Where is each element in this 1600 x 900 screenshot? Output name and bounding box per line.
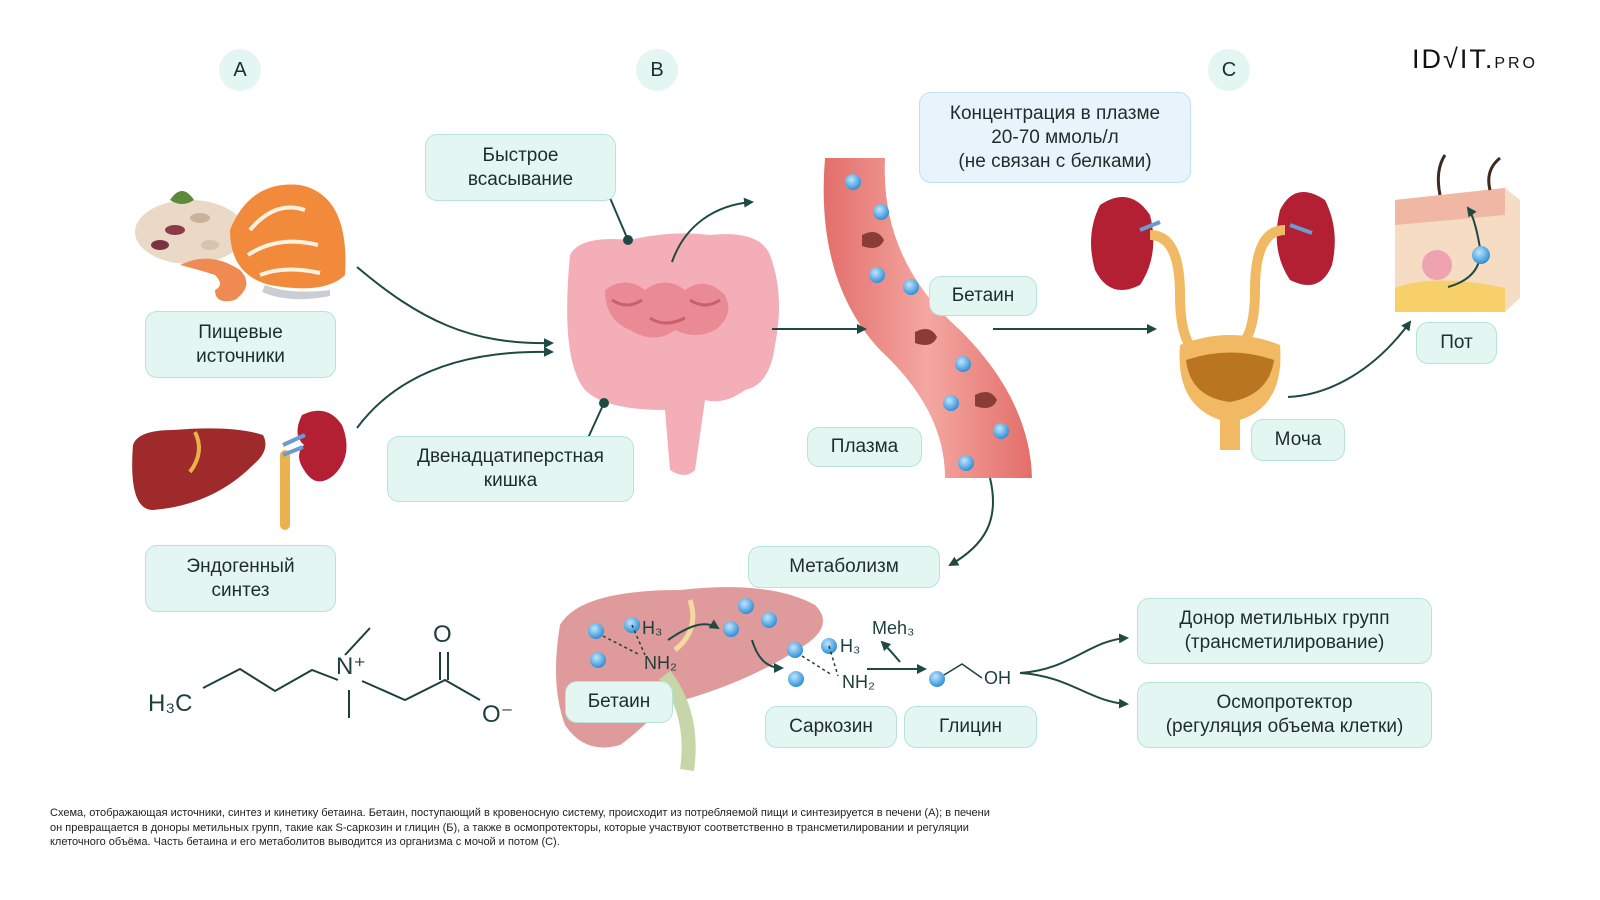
chem-nh2-sarcosine: NH₂: [842, 672, 875, 692]
chem-h3c: H₃C: [148, 690, 193, 717]
logo-main: ID√IT.: [1412, 44, 1495, 74]
label-betaine-blood: Бетаин: [929, 276, 1037, 316]
label-duodenum: Двенадцатиперстная кишка: [387, 436, 634, 502]
section-b-marker: B: [636, 49, 678, 91]
label-urine: Моча: [1251, 419, 1345, 461]
label-betaine-liver: Бетаин: [565, 681, 673, 723]
label-osmoprotector: Осмопротектор (регуляция объема клетки): [1137, 682, 1432, 748]
chem-h3-sarcosine: H₃: [840, 636, 861, 656]
blood-vessel-illustration: [823, 158, 1032, 478]
section-a-marker: A: [219, 49, 261, 91]
pointer-duodenum: [587, 402, 605, 439]
figure-caption: Схема, отображающая источники, синтез и …: [50, 807, 990, 848]
chem-o-minus: O⁻: [482, 701, 514, 728]
label-endogenous-synthesis: Эндогенный синтез: [145, 545, 336, 612]
label-sarcosine: Саркозин: [765, 706, 897, 748]
molecules: [588, 174, 1490, 687]
liver-kidney-illustration: [132, 410, 347, 530]
betaine-structure: [202, 627, 481, 718]
section-c-marker: C: [1208, 49, 1250, 91]
pointer-fast-absorption: [609, 197, 629, 241]
pointer-dot: [599, 398, 609, 408]
brand-logo: ID√IT.PRO: [1412, 44, 1538, 75]
label-methyl-donor: Донор метильных групп (трансметилировани…: [1137, 598, 1432, 664]
chem-oh: OH: [984, 668, 1011, 688]
intestine-illustration: [567, 233, 779, 475]
pointer-dot: [623, 235, 633, 245]
label-sweat: Пот: [1416, 322, 1497, 364]
label-plasma: Плазма: [807, 427, 922, 467]
label-fast-absorption: Быстрое всасывание: [425, 134, 616, 201]
chem-meh3: Meh₃: [872, 618, 915, 638]
logo-suffix: PRO: [1494, 55, 1538, 72]
label-plasma-concentration: Концентрация в плазме 20-70 ммоль/л (не …: [919, 92, 1191, 183]
molecule-bonds: [602, 624, 983, 679]
label-food-sources: Пищевые источники: [145, 311, 336, 378]
chem-n-plus: N⁺: [336, 653, 366, 680]
chem-h3-betaine: H₃: [642, 618, 663, 638]
food-illustration: [135, 184, 346, 302]
urinary-system-illustration: [1091, 192, 1335, 450]
chem-nh2-betaine: NH₂: [644, 653, 677, 673]
label-glycine: Глицин: [904, 706, 1037, 748]
chem-o: O: [433, 621, 452, 648]
skin-illustration: [1395, 154, 1520, 312]
label-metabolism: Метаболизм: [748, 546, 940, 588]
